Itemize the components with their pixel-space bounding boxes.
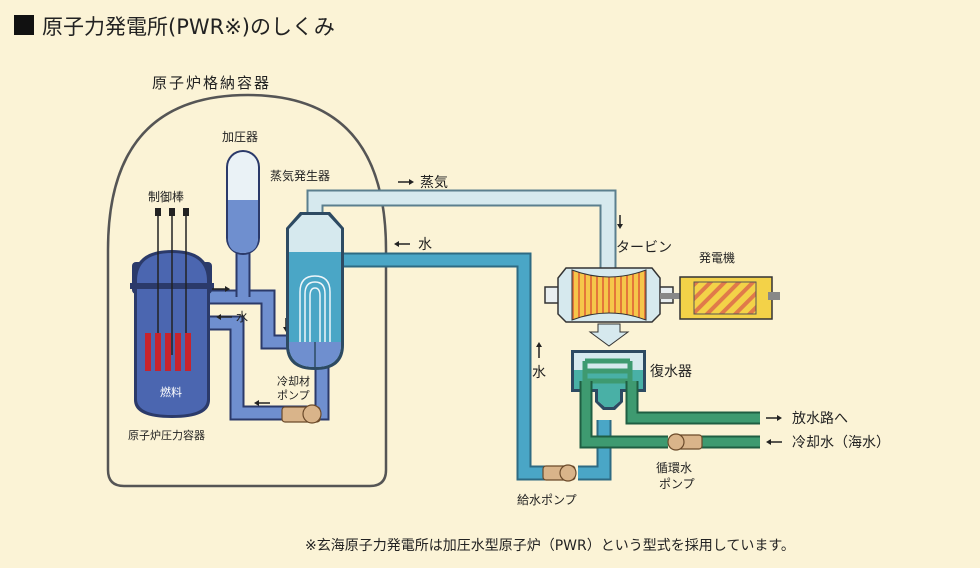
arrow-head-icon xyxy=(409,179,414,185)
feed-pump-label: 給水ポンプ xyxy=(517,493,577,507)
cooling-water-label: 冷却水（海水） xyxy=(792,435,890,451)
arrow-head-icon xyxy=(225,286,230,292)
circulation-pump xyxy=(667,433,703,451)
reactor-vessel-label: 原子炉圧力容器 xyxy=(128,428,205,442)
arrow-head-icon xyxy=(536,342,542,347)
generator-label: 発電機 xyxy=(699,250,735,265)
primary-water-label: 水 xyxy=(236,310,248,324)
fuel-rods xyxy=(145,333,191,371)
pressurizer xyxy=(226,150,260,255)
arrow-head-icon xyxy=(617,224,623,229)
footnote: ※玄海原子力発電所は加圧水型原子炉（PWR）という型式を採用しています。 xyxy=(305,537,795,554)
circulation-pump-label: 循環水ポンプ xyxy=(656,461,695,491)
control-rods xyxy=(155,208,189,355)
steam-generator-label: 蒸気発生器 xyxy=(270,168,330,183)
page-title: 原子力発電所(PWR※)のしくみ xyxy=(42,15,335,39)
discharge-pipe xyxy=(625,381,760,425)
water-return-label: 水 xyxy=(418,237,432,253)
containment-vessel xyxy=(106,93,388,488)
condenser xyxy=(571,350,646,410)
arrow-head-icon xyxy=(394,241,399,247)
steam-generator xyxy=(286,212,344,370)
containment-label: 原子炉格納容器 xyxy=(152,74,271,92)
arrow-head-icon xyxy=(766,439,771,445)
generator xyxy=(679,276,780,320)
arrow-head-icon xyxy=(777,415,782,421)
arrow-head-icon xyxy=(216,314,221,320)
water-up-label: 水 xyxy=(532,365,546,381)
condenser-label: 復水器 xyxy=(650,363,692,380)
discharge-label: 放水路へ xyxy=(792,411,848,427)
turbine xyxy=(544,267,680,323)
exhaust-arrow-icon xyxy=(588,323,630,347)
primary-loop-pipes xyxy=(205,230,330,421)
turbine-label: タービン xyxy=(616,240,672,256)
pressurizer-label: 加圧器 xyxy=(222,130,258,144)
arrow-head-icon xyxy=(254,400,259,406)
steam-label: 蒸気 xyxy=(420,175,448,191)
feed-pump xyxy=(542,464,577,482)
coolant-pump xyxy=(281,404,322,424)
fuel-label: 燃料 xyxy=(160,385,182,399)
title-square-icon xyxy=(14,15,34,35)
coolant-pump-label: 冷却材ポンプ xyxy=(277,374,310,402)
feedwater-pipe xyxy=(342,252,548,481)
control-rods-label: 制御棒 xyxy=(148,189,184,204)
